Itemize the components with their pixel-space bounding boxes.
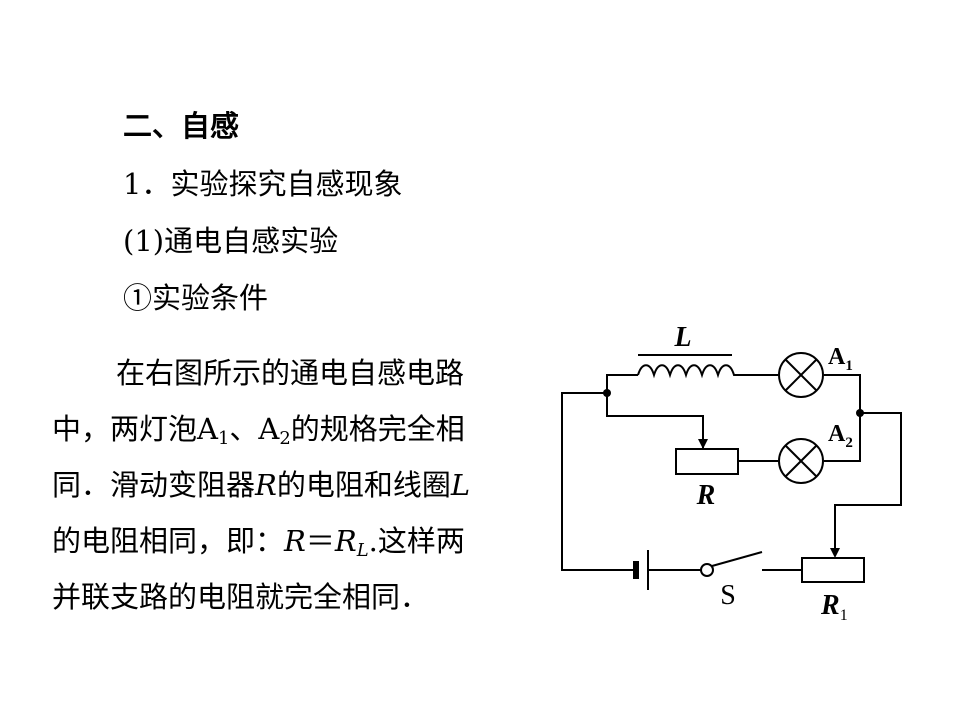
inductor-label: L xyxy=(673,322,691,353)
lamp-2 xyxy=(778,438,824,484)
rheostat-r-label: R xyxy=(696,480,716,511)
section-heading: 二、自感 xyxy=(123,109,240,143)
para-text: 的规格完全相 xyxy=(290,412,465,446)
symbol-l: L xyxy=(450,468,471,502)
para-line-2: 中，两灯泡A1、A2的规格完全相 xyxy=(52,401,512,457)
lamp-1 xyxy=(778,352,824,398)
para-text: 中，两灯泡A xyxy=(52,412,218,446)
switch-label: S xyxy=(720,580,736,611)
para-text: 的电阻相同，即： xyxy=(52,524,285,558)
para-line-5: 并联支路的电阻就完全相同． xyxy=(52,569,512,625)
symbol-r: R xyxy=(284,524,306,558)
para-text: 在右图所示的通电自感电路 xyxy=(116,356,465,390)
item-1-1: (1)通电自感实验 xyxy=(123,224,339,258)
para-line-1: 在右图所示的通电自感电路 xyxy=(52,345,512,401)
rheostat-r1-arrow xyxy=(830,548,840,558)
switch xyxy=(700,551,763,577)
item-condition: ①实验条件 xyxy=(123,281,269,315)
para-text: 同．滑动变阻器 xyxy=(52,468,256,502)
circuit-diagram: L A1 A2 R S R1 xyxy=(561,322,902,624)
battery xyxy=(633,550,649,590)
wire-top-left xyxy=(606,374,638,393)
wire-left xyxy=(561,375,636,571)
rheostat-r1 xyxy=(801,557,865,583)
wire-to-rheostat-slider xyxy=(606,393,704,448)
wire-to-r1-slider xyxy=(834,412,902,550)
explanation-paragraph: 在右图所示的通电自感电路 中，两灯泡A1、A2的规格完全相 同．滑动变阻器R的电… xyxy=(52,345,512,625)
symbol-r: R xyxy=(334,524,357,558)
inductor-coil xyxy=(637,364,738,379)
lamp-1-label: A1 xyxy=(828,344,853,374)
symbol-r: R xyxy=(255,468,277,502)
rheostat-r xyxy=(675,448,739,475)
wire-lamp2-right xyxy=(824,413,861,462)
lamp-2-label: A2 xyxy=(828,421,853,451)
para-line-4: 的电阻相同，即：R＝RL.这样两 xyxy=(52,513,512,569)
para-text: 的电阻和线圈 xyxy=(276,468,451,502)
junction-dot-left xyxy=(603,389,611,397)
subscript: L xyxy=(356,540,369,562)
subscript: 1 xyxy=(217,428,230,450)
para-text: .这样两 xyxy=(368,524,465,558)
circuit-wires xyxy=(561,374,902,571)
rheostat-r1-label: R1 xyxy=(820,590,848,624)
wire-lamp1-right xyxy=(824,374,861,413)
item-1: 1．实验探究自感现象 xyxy=(123,167,403,201)
para-text: 并联支路的电阻就完全相同． xyxy=(52,580,430,614)
rheostat-r-arrow xyxy=(698,439,708,449)
para-line-3: 同．滑动变阻器R的电阻和线圈L xyxy=(52,457,512,513)
junction-dot-right xyxy=(856,409,864,417)
subscript: 2 xyxy=(279,428,291,450)
para-text: 、A xyxy=(229,412,280,446)
equals-sign: ＝ xyxy=(305,524,335,558)
